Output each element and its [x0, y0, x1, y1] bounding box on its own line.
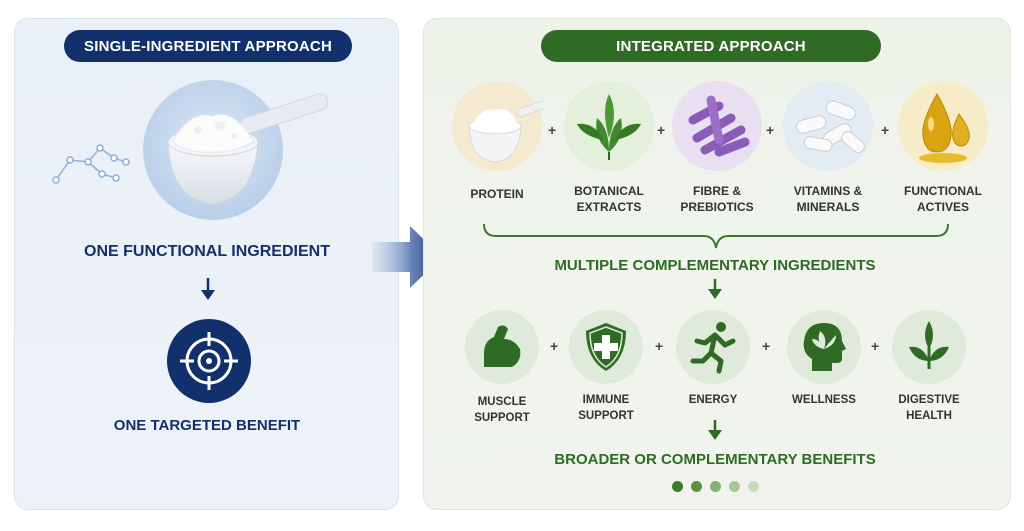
- page-dot[interactable]: [691, 481, 702, 492]
- one-targeted-benefit-label: ONE TARGETED BENEFIT: [113, 417, 301, 434]
- plus-sign: +: [655, 338, 664, 354]
- down-arrow-icon: [708, 420, 722, 440]
- running-person-icon: [676, 310, 750, 384]
- down-arrow-icon: [201, 278, 215, 300]
- page-dot[interactable]: [710, 481, 721, 492]
- ingredients-summary-label: MULTIPLE COMPLEMENTARY INGREDIENTS: [554, 257, 876, 274]
- benefit-label-wellness: WELLNESS: [792, 394, 856, 406]
- botanical-leaves-icon: [564, 81, 654, 171]
- protein-powder-icon: [452, 81, 543, 171]
- ingredient-label-fibre: FIBRE &PREBIOTICS: [680, 184, 754, 214]
- grouping-bracket: [483, 223, 949, 249]
- plus-sign: +: [871, 338, 880, 354]
- benefits-summary-label: BROADER OR COMPLEMENTARY BENEFITS: [554, 451, 876, 468]
- leaf-sprout-icon: [892, 310, 966, 384]
- plus-sign: +: [657, 122, 666, 138]
- ingredient-label-vitamins: VITAMINS &MINERALS: [793, 184, 863, 214]
- one-functional-ingredient-label: ONE FUNCTIONAL INGREDIENT: [84, 243, 330, 260]
- molecule-icon: [52, 144, 130, 184]
- page-dot[interactable]: [672, 481, 683, 492]
- muscle-arm-icon: [465, 310, 539, 384]
- fibre-sticks-icon: [672, 81, 762, 171]
- single-ingredient-title: SINGLE-INGREDIENT APPROACH: [64, 30, 352, 62]
- down-arrow-icon: [708, 279, 722, 299]
- plus-sign: +: [548, 122, 557, 138]
- plus-sign: +: [762, 338, 771, 354]
- head-leaf-icon: [787, 310, 861, 384]
- vitamin-capsules-icon: [783, 81, 873, 171]
- protein-scoop-image: [143, 80, 329, 220]
- target-crosshair-icon: [167, 319, 251, 403]
- plus-sign: +: [550, 338, 559, 354]
- page-dot[interactable]: [748, 481, 759, 492]
- oil-drops-icon: [898, 81, 988, 171]
- benefit-label-energy: ENERGY: [688, 394, 738, 406]
- plus-sign: +: [881, 122, 890, 138]
- plus-sign: +: [766, 122, 775, 138]
- integrated-title: INTEGRATED APPROACH: [541, 30, 881, 62]
- shield-cross-icon: [569, 310, 643, 384]
- page-dot[interactable]: [729, 481, 740, 492]
- ingredient-label-protein: PROTEIN: [470, 187, 524, 201]
